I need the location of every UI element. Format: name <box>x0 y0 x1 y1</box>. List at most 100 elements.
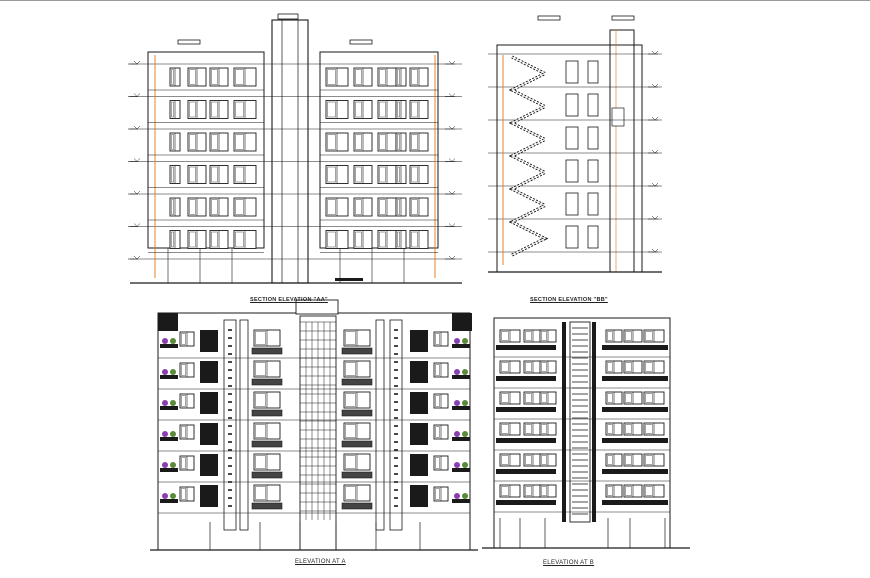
level-arrow <box>133 223 141 227</box>
window-pane <box>181 426 186 438</box>
level-arrow <box>651 182 659 187</box>
planter-box <box>160 437 178 441</box>
lift-roof <box>277 13 299 20</box>
door <box>587 93 599 117</box>
window-pane <box>235 199 244 215</box>
balcony-slab <box>602 500 668 505</box>
window-pane <box>181 333 186 345</box>
window-pane <box>171 101 174 118</box>
window-pane <box>327 166 336 183</box>
lift-tower <box>271 19 309 284</box>
window-pane <box>645 362 653 372</box>
balcony-opening-dark <box>200 392 218 414</box>
window-pane <box>435 457 440 469</box>
vertical-fin <box>223 319 237 531</box>
window-pane <box>355 134 362 150</box>
window-pane <box>355 166 362 183</box>
window-pane <box>435 426 440 438</box>
balcony-opening-dark <box>200 485 218 507</box>
vertical-fin <box>239 319 249 531</box>
level-arrow <box>133 158 141 162</box>
plant <box>170 462 176 468</box>
window-pane <box>541 393 547 403</box>
window-pane <box>607 331 613 341</box>
window-pane <box>255 393 266 407</box>
planter-box <box>160 468 178 472</box>
balcony-opening-dark <box>410 361 428 383</box>
door <box>587 159 599 183</box>
plant <box>454 338 460 344</box>
level-arrow <box>651 83 659 88</box>
door <box>565 159 579 183</box>
window-pane <box>181 457 186 469</box>
window-pane <box>541 362 547 372</box>
window-pane <box>181 395 186 407</box>
window-pane <box>327 231 336 248</box>
balcony-railing <box>341 347 373 355</box>
window-pane <box>607 424 613 434</box>
plant <box>162 400 168 406</box>
window-pane <box>379 134 386 150</box>
lift-car <box>611 107 625 127</box>
section-elevation-aa-drawing <box>128 13 462 284</box>
window-pane <box>607 362 613 372</box>
window-pane <box>379 166 386 183</box>
elevation-b-drawing <box>482 317 690 549</box>
window-pane <box>379 69 386 85</box>
window-pane <box>541 424 547 434</box>
window-pane <box>379 231 386 248</box>
window-pane <box>501 424 509 434</box>
window-pane <box>345 486 356 500</box>
window-pane <box>541 455 547 465</box>
window-pane <box>411 231 418 248</box>
window-pane <box>171 134 174 150</box>
window-pane <box>541 486 547 496</box>
balcony-railing <box>251 440 283 448</box>
window-pane <box>525 393 532 403</box>
balcony-slab <box>496 376 556 381</box>
window-pane <box>411 199 418 215</box>
window-pane <box>435 395 440 407</box>
window-pane <box>211 231 218 248</box>
planter-box <box>160 499 178 503</box>
plant <box>462 462 468 468</box>
balcony-opening-dark <box>410 485 428 507</box>
window-pane <box>625 393 632 403</box>
corner-parapet <box>452 313 472 331</box>
balcony-railing <box>251 471 283 479</box>
corner-parapet <box>158 313 178 331</box>
planter-box <box>452 437 470 441</box>
caption-section-bb: SECTION ELEVATION "BB" <box>530 297 608 303</box>
window-pane <box>411 101 418 118</box>
planter-box <box>452 468 470 472</box>
vertical-fin <box>389 319 403 531</box>
roof-parapet-left <box>177 39 201 45</box>
level-arrow <box>448 223 456 227</box>
level-arrow <box>448 190 456 195</box>
balcony-railing <box>341 409 373 417</box>
central-tower-top <box>295 299 339 315</box>
door <box>565 225 579 249</box>
plant <box>162 462 168 468</box>
balcony-railing <box>341 471 373 479</box>
balcony-slab <box>602 345 668 350</box>
balcony-opening-dark <box>200 423 218 445</box>
vertical-fin <box>375 319 385 531</box>
level-arrow <box>448 158 456 162</box>
window-pane <box>645 393 653 403</box>
level-arrow <box>651 215 659 220</box>
plant <box>170 369 176 375</box>
window-pane <box>625 424 632 434</box>
window-pane <box>255 424 266 438</box>
plant <box>454 431 460 437</box>
window-pane <box>525 331 532 341</box>
window-pane <box>397 166 400 183</box>
window-pane <box>181 488 186 500</box>
window-pane <box>397 101 400 118</box>
balcony-railing <box>251 409 283 417</box>
window-pane <box>345 455 356 469</box>
plant <box>454 400 460 406</box>
door <box>565 60 579 84</box>
vertical-fin <box>562 322 566 522</box>
